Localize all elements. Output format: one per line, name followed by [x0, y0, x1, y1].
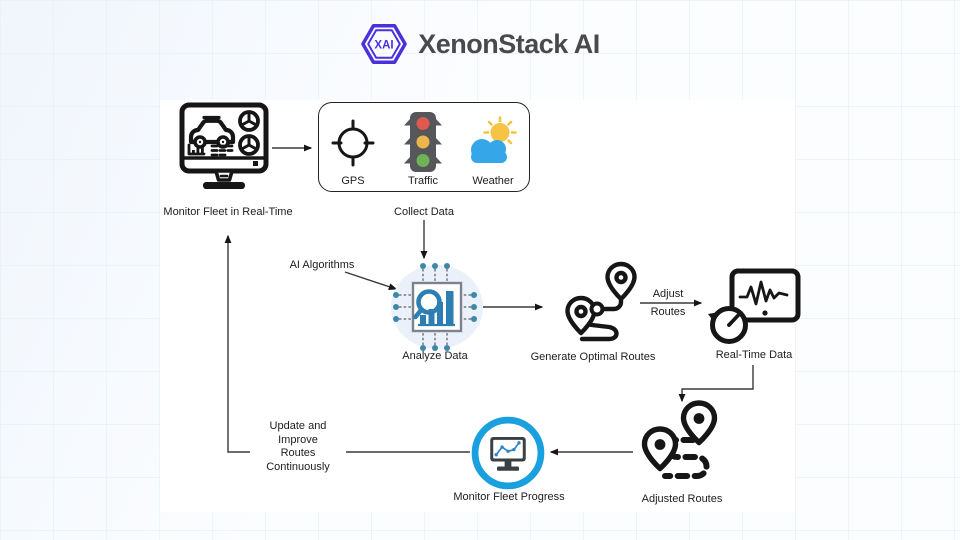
generate-routes-label: Generate Optimal Routes	[530, 351, 656, 363]
monitor-progress-icon	[471, 416, 545, 490]
gps-icon	[331, 119, 375, 167]
traffic-light-icon	[404, 112, 442, 172]
adjust-routes-edge-label-2: Routes	[650, 306, 686, 318]
brand-header: XAI XenonStack AI	[0, 18, 960, 70]
fleet-monitor-label: Monitor Fleet in Real-Time	[163, 206, 293, 218]
update-loop-label: Update and Improve Routes Continuously	[250, 419, 346, 475]
update-loop-line: Continuously	[266, 460, 330, 473]
brand-title: XenonStack AI	[418, 28, 600, 59]
weather-label: Weather	[472, 175, 514, 187]
gps-label: GPS	[341, 175, 365, 187]
adjust-routes-edge-label-1: Adjust	[652, 288, 684, 300]
svg-text:XAI: XAI	[375, 39, 394, 51]
adjusted-routes-label: Adjusted Routes	[641, 493, 723, 505]
collect-data-label: Collect Data	[394, 206, 454, 218]
fleet-monitor-icon	[179, 102, 269, 189]
analyze-data-label: Analyze Data	[402, 350, 468, 362]
realtime-data-icon	[708, 268, 801, 344]
xenonstack-logo-icon: XAI	[361, 24, 408, 64]
realtime-data-label: Real-Time Data	[715, 349, 793, 361]
weather-icon	[471, 116, 517, 163]
monitor-progress-label: Monitor Fleet Progress	[453, 491, 565, 503]
analyze-data-icon	[391, 263, 483, 351]
ai-algorithms-label: AI Algorithms	[289, 259, 355, 271]
update-loop-line: Improve	[278, 433, 318, 446]
generate-routes-icon	[565, 261, 637, 342]
traffic-label: Traffic	[408, 175, 438, 187]
update-loop-line: Update and	[269, 420, 327, 432]
adjusted-routes-icon	[641, 400, 718, 479]
update-loop-line: Routes	[280, 447, 316, 459]
